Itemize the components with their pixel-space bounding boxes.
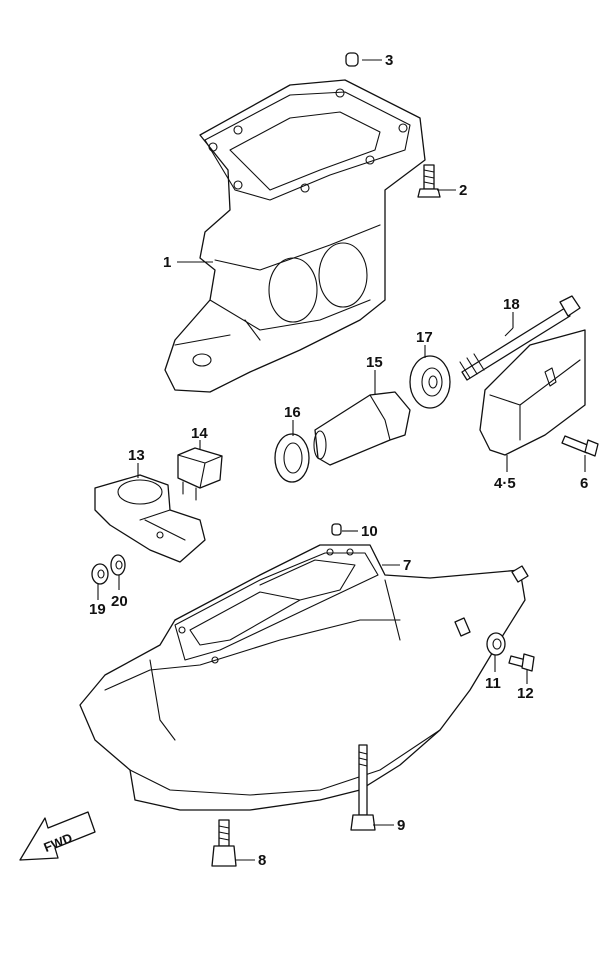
callout-9: 9 — [397, 817, 405, 834]
callout-1: 1 — [163, 254, 171, 271]
callout-18: 18 — [503, 296, 520, 313]
callout-4-5: 4·5 — [494, 475, 516, 492]
clamp-bracket-part — [94, 474, 206, 563]
nut-part — [91, 563, 109, 585]
callout-14: 14 — [191, 425, 208, 442]
callout-15: 15 — [366, 354, 383, 371]
callout-12: 12 — [517, 685, 534, 702]
gear-case-bolt-part — [508, 653, 535, 672]
long-bolt-part — [459, 295, 581, 381]
callout-13: 13 — [128, 447, 145, 464]
rubber-block-part — [177, 447, 223, 501]
callout-2: 2 — [459, 182, 467, 199]
cover-plate-part — [479, 329, 586, 456]
bearing-ring-part — [409, 355, 451, 409]
callout-8: 8 — [258, 852, 266, 869]
driveshaft-housing-part — [164, 79, 426, 393]
leader-lines — [97, 59, 586, 861]
callout-3: 3 — [385, 52, 393, 69]
callout-6: 6 — [580, 475, 588, 492]
cover-bolt-part — [561, 435, 599, 457]
housing-bolt-part — [417, 164, 441, 198]
small-dowel-part — [331, 523, 342, 536]
callout-20: 20 — [111, 593, 128, 610]
callout-11: 11 — [485, 675, 501, 692]
seal-ring-part — [274, 433, 310, 483]
callout-17: 17 — [416, 329, 433, 346]
long-stud-bolt-part — [350, 744, 376, 831]
sleeve-part — [313, 391, 411, 466]
callout-7: 7 — [403, 557, 411, 574]
gear-case-part — [79, 544, 529, 811]
gear-case-washer-part — [454, 617, 506, 656]
short-bolt-part — [211, 819, 237, 867]
callout-19: 19 — [89, 601, 106, 618]
callout-16: 16 — [284, 404, 301, 421]
dowel-pin-part — [345, 52, 359, 67]
callout-10: 10 — [361, 523, 378, 540]
washer-part — [110, 554, 126, 576]
callout-labels: 3 2 1 18 17 15 16 14 13 4·5 6 10 7 19 20… — [89, 52, 588, 869]
fwd-arrow-icon: FWD — [19, 811, 96, 861]
